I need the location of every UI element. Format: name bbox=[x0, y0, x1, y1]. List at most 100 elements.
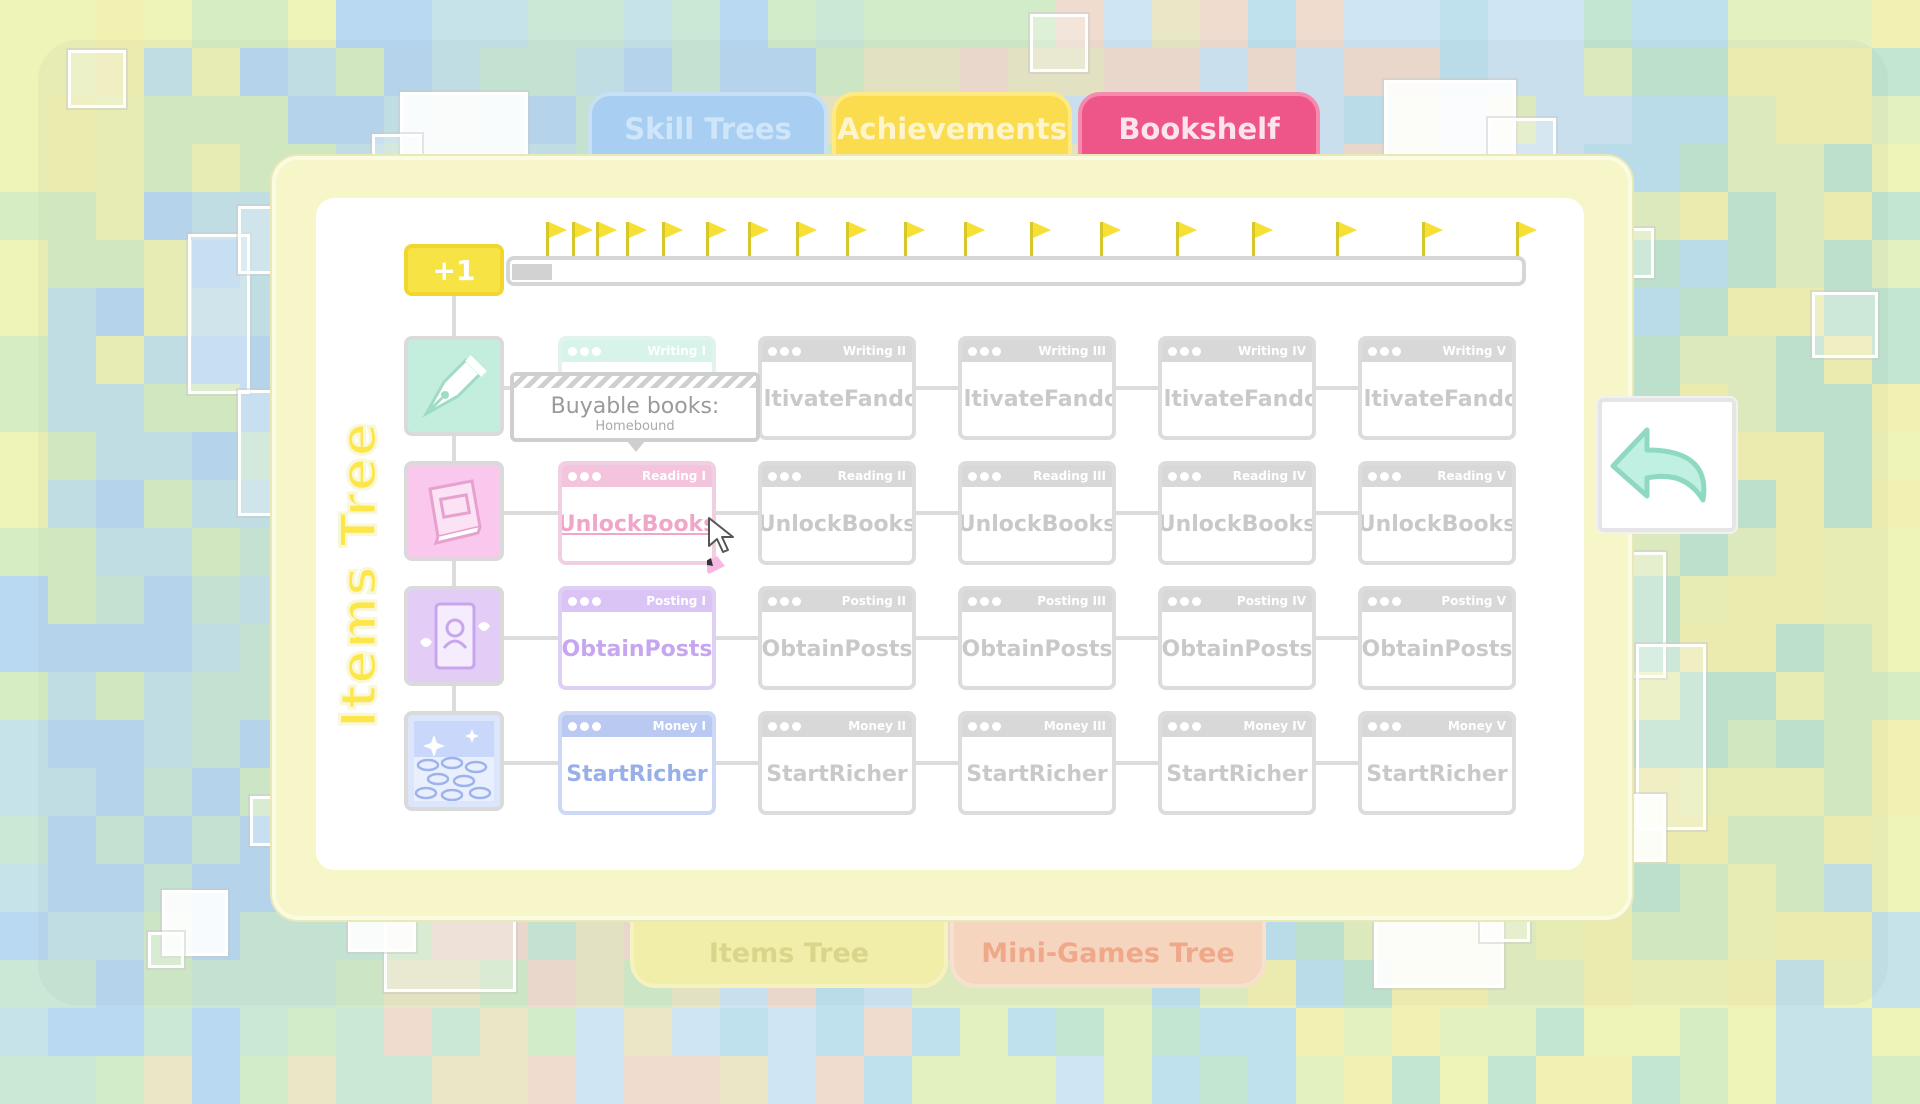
tab-skill-trees[interactable]: Skill Trees bbox=[588, 92, 828, 166]
node-tier-label: Reading V bbox=[1437, 469, 1506, 483]
tooltip-stripes bbox=[514, 376, 756, 388]
skill-node-writing-5[interactable]: Writing VCultivateFandom bbox=[1358, 336, 1516, 440]
node-header: Posting I bbox=[562, 590, 712, 612]
node-tier-label: Posting II bbox=[841, 594, 906, 608]
reading-category-icon bbox=[404, 461, 504, 561]
level-badge: +1 bbox=[404, 244, 504, 296]
tab-bookshelf[interactable]: Bookshelf bbox=[1078, 92, 1320, 166]
node-dots-icon bbox=[968, 346, 1001, 356]
node-label-line: Cultivate bbox=[1162, 386, 1244, 412]
node-label-line: Books bbox=[841, 511, 916, 537]
panel-title-text: Items Tree bbox=[329, 420, 390, 730]
node-label-line: Posts bbox=[1044, 636, 1113, 662]
level-progress-bar bbox=[506, 256, 1526, 286]
node-label-line: Richer bbox=[828, 761, 908, 787]
deco-square bbox=[148, 932, 184, 968]
node-label-line: Start bbox=[1366, 761, 1429, 787]
node-dots-icon bbox=[768, 721, 801, 731]
node-tier-label: Money V bbox=[1447, 719, 1506, 733]
deco-square bbox=[1030, 14, 1088, 72]
node-label-line: Books bbox=[1441, 511, 1516, 537]
tooltip-subtitle: Homebound bbox=[595, 419, 675, 434]
node-header: Reading II bbox=[762, 465, 912, 487]
deco-square bbox=[1812, 292, 1878, 358]
node-dots-icon bbox=[768, 471, 801, 481]
node-tier-label: Reading IV bbox=[1232, 469, 1306, 483]
money-category-icon bbox=[404, 711, 504, 811]
node-label-line: Posts bbox=[844, 636, 913, 662]
node-label-line: Obtain bbox=[561, 636, 645, 662]
node-dots-icon bbox=[968, 721, 1001, 731]
node-header: Writing IV bbox=[1162, 340, 1312, 362]
milestone-flag-icon bbox=[1422, 222, 1444, 256]
milestone-flag-icon bbox=[796, 222, 818, 256]
deco-square bbox=[1636, 644, 1706, 830]
skill-node-writing-3[interactable]: Writing IIICultivateFandom bbox=[958, 336, 1116, 440]
node-label-line: Books bbox=[641, 511, 716, 537]
node-dots-icon bbox=[1168, 721, 1201, 731]
milestone-flag-icon bbox=[546, 222, 568, 256]
node-tier-label: Writing I bbox=[647, 344, 706, 358]
node-tier-label: Posting IV bbox=[1236, 594, 1306, 608]
node-tier-label: Posting I bbox=[646, 594, 706, 608]
skill-node-writing-2[interactable]: Writing IICultivateFandom bbox=[758, 336, 916, 440]
posting-category-icon bbox=[404, 586, 504, 686]
node-label-line: Obtain bbox=[961, 636, 1045, 662]
node-dots-icon bbox=[768, 596, 801, 606]
node-dots-icon bbox=[1168, 596, 1201, 606]
node-dots-icon bbox=[1368, 471, 1401, 481]
node-header: Writing I bbox=[562, 340, 712, 362]
node-dots-icon bbox=[968, 471, 1001, 481]
node-header: Writing II bbox=[762, 340, 912, 362]
milestone-flag-icon bbox=[626, 222, 648, 256]
milestone-flag-icon bbox=[1100, 222, 1122, 256]
coins-icon bbox=[414, 721, 494, 801]
deco-square bbox=[68, 50, 126, 108]
node-header: Money V bbox=[1362, 715, 1512, 737]
node-dots-icon bbox=[568, 596, 601, 606]
node-label-line: Unlock bbox=[958, 511, 1042, 537]
node-label-line: Start bbox=[766, 761, 829, 787]
milestone-flag-icon bbox=[748, 222, 770, 256]
node-label-line: Fandom bbox=[1044, 386, 1112, 412]
node-tier-label: Reading III bbox=[1033, 469, 1106, 483]
book-icon bbox=[414, 471, 494, 551]
node-label-line: Unlock bbox=[1358, 511, 1442, 537]
tooltip-title: Buyable books: bbox=[550, 394, 720, 419]
back-arrow-icon bbox=[1610, 427, 1707, 503]
deco-square bbox=[162, 890, 228, 956]
level-progress-fill bbox=[512, 264, 552, 280]
node-tier-label: Money I bbox=[652, 719, 706, 733]
fountain-pen-icon bbox=[414, 346, 494, 426]
tab-achievements[interactable]: Achievements bbox=[832, 92, 1072, 166]
node-header: Posting V bbox=[1362, 590, 1512, 612]
node-tier-label: Posting V bbox=[1441, 594, 1506, 608]
node-label: CultivateFandom bbox=[1362, 362, 1512, 436]
skill-node-writing-4[interactable]: Writing IVCultivateFandom bbox=[1158, 336, 1316, 440]
node-dots-icon bbox=[568, 721, 601, 731]
node-tier-label: Money IV bbox=[1243, 719, 1306, 733]
node-header: Writing III bbox=[962, 340, 1112, 362]
back-button[interactable] bbox=[1598, 398, 1736, 532]
node-tier-label: Writing III bbox=[1038, 344, 1106, 358]
node-dots-icon bbox=[768, 346, 801, 356]
node-tier-label: Reading I bbox=[642, 469, 706, 483]
milestone-flag-icon bbox=[1516, 222, 1538, 256]
